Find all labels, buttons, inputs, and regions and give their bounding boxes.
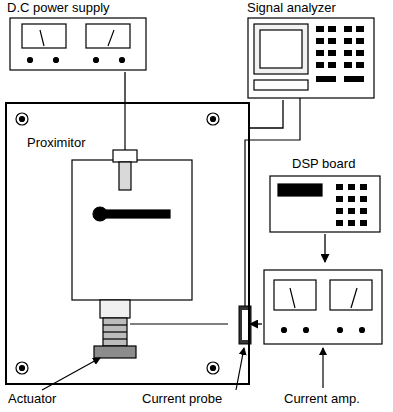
beam xyxy=(100,210,170,218)
meter xyxy=(22,24,66,48)
bolts xyxy=(16,113,219,374)
current-amp: Current amp. xyxy=(262,262,393,410)
device-case xyxy=(270,176,380,232)
actuator-base xyxy=(94,346,136,358)
cable xyxy=(124,72,125,102)
cable xyxy=(324,234,325,262)
device-label: Proximitor xyxy=(27,135,268,150)
screen xyxy=(254,24,308,74)
slot xyxy=(254,80,308,90)
probe-window xyxy=(242,310,248,340)
knob xyxy=(338,328,343,333)
device-label: Signal analyzer xyxy=(247,0,387,15)
device-case xyxy=(264,270,382,344)
actuator-top xyxy=(100,300,130,318)
needle xyxy=(351,288,357,308)
part-label-box: Actuator xyxy=(8,391,56,406)
sensor-nut xyxy=(113,150,137,162)
meter xyxy=(86,24,130,48)
meter xyxy=(330,280,372,310)
signal-analyzer: Signal analyzer xyxy=(245,0,385,100)
probe-wire xyxy=(245,98,300,306)
cable xyxy=(250,100,283,128)
knob xyxy=(304,328,309,333)
amp-drawing xyxy=(264,270,382,344)
power-supply: D.C power supply xyxy=(5,0,159,72)
part-label: Actuator xyxy=(8,391,56,406)
needle xyxy=(108,30,114,46)
keypad xyxy=(316,26,364,82)
keypad xyxy=(336,184,367,226)
leader-arrow xyxy=(42,358,100,390)
device-case xyxy=(248,18,374,98)
proximitor-sensor xyxy=(119,162,131,190)
wire xyxy=(124,104,125,150)
device-label: DSP board xyxy=(292,156,393,171)
dsp-board: DSP board xyxy=(262,156,393,234)
knob xyxy=(360,328,365,333)
knob xyxy=(282,328,287,333)
wire xyxy=(130,323,228,324)
meter xyxy=(274,280,316,310)
plate xyxy=(72,160,192,300)
knob xyxy=(54,58,59,63)
screen-inner xyxy=(260,30,302,68)
knob xyxy=(94,58,99,63)
dc-supply-drawing xyxy=(10,18,146,70)
part-label-box: Current probe xyxy=(142,391,222,406)
knob xyxy=(120,58,125,63)
analyzer-drawing xyxy=(248,18,374,98)
device-label: D.C power supply xyxy=(7,0,161,15)
actuator-coil xyxy=(103,318,127,346)
device-case xyxy=(10,18,146,70)
display xyxy=(278,184,322,196)
knob xyxy=(28,58,33,63)
cable xyxy=(250,323,262,324)
device-label: Current amp. xyxy=(284,391,393,406)
part-label: Current probe xyxy=(142,391,222,406)
needle xyxy=(290,288,295,308)
test-rig: Proximitor xyxy=(5,102,250,385)
dsp-drawing xyxy=(270,176,380,232)
leader-arrow xyxy=(322,348,323,388)
needle xyxy=(40,30,44,46)
